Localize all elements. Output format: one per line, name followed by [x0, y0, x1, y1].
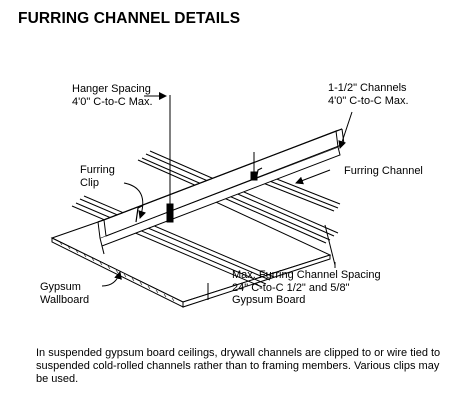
- furring-clip-line-2: Clip: [80, 176, 99, 189]
- furring-channel-label: Furring Channel: [344, 165, 423, 177]
- hanger-spacing-line-2: 4'0" C-to-C Max.: [72, 95, 153, 108]
- furring-channels: [71, 150, 341, 288]
- hanger-spacing-label: Hanger Spacing 4'0" C-to-C Max.: [72, 83, 153, 108]
- carrying-channel: [97, 128, 345, 255]
- channels-line-2: 4'0" C-to-C Max.: [328, 94, 409, 107]
- diagram-title: FURRING CHANNEL DETAILS: [18, 10, 241, 27]
- furring-clip-line-1: Furring: [80, 164, 115, 176]
- channels-label: 1-1/2" Channels 4'0" C-to-C Max.: [328, 82, 409, 107]
- max-spacing-line-3: Gypsum Board: [232, 294, 306, 306]
- hanger-wires: [166, 95, 258, 223]
- diagram-caption: In suspended gypsum board ceilings, dryw…: [36, 347, 441, 385]
- furring-clip-label: Furring Clip: [80, 164, 115, 189]
- max-spacing-line-2: 24" C-to-C 1/2" and 5/8": [232, 281, 350, 294]
- max-spacing-label: Max. Furring Channel Spacing 24" C-to-C …: [232, 269, 381, 307]
- furring-clips: [135, 167, 263, 223]
- max-spacing-line-1: Max. Furring Channel Spacing: [232, 269, 381, 281]
- leader-arrows: [101, 92, 353, 300]
- gypsum-wallboard-line-1: Gypsum: [40, 281, 81, 293]
- gypsum-wallboard-line-2: Wallboard: [40, 293, 90, 306]
- channels-line-1: 1-1/2" Channels: [328, 82, 407, 94]
- hanger-spacing-line-1: Hanger Spacing: [72, 83, 151, 95]
- gypsum-wallboard-label: Gypsum Wallboard: [40, 281, 89, 306]
